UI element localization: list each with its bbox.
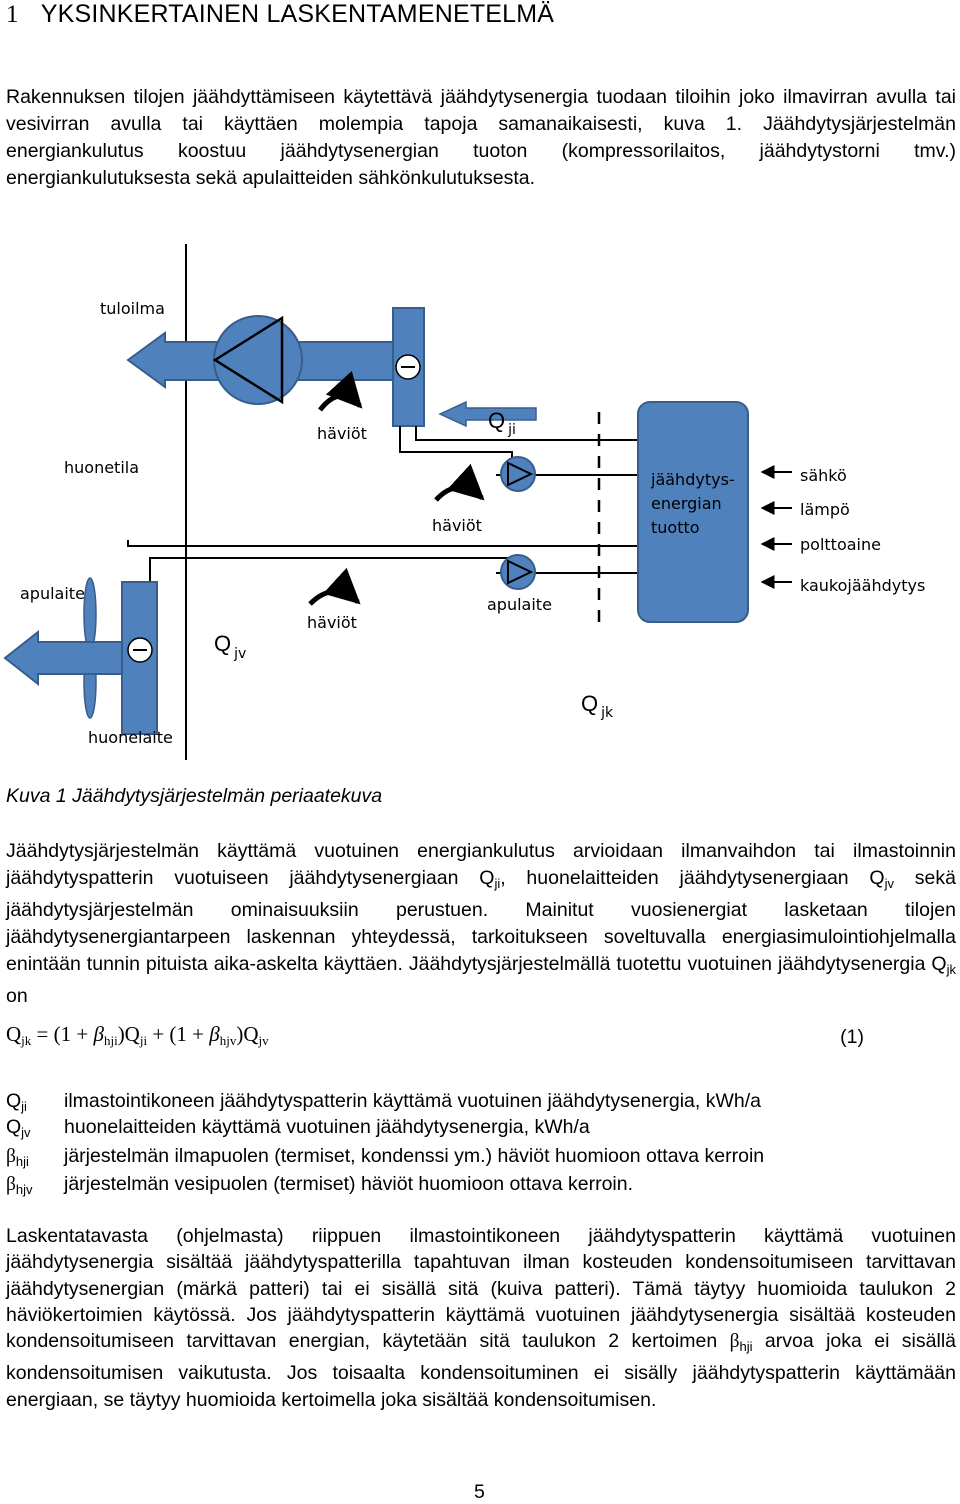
page-number: 5 <box>474 1481 485 1503</box>
pump-lower-icon <box>500 554 536 590</box>
label-haviot-3: häviöt <box>307 613 357 632</box>
label-huonelaite: huonelaite <box>88 728 173 747</box>
section-heading: 1 YKSINKERTAINEN LASKENTAMENETELMÄ <box>6 0 554 29</box>
equation-1: Qjk = (1 + βhji)Qji + (1 + βhjv)Qjv (1) <box>6 1022 864 1048</box>
room-air-arrow <box>3 629 123 687</box>
def-text-bhji: järjestelmän ilmapuolen (termiset, konde… <box>64 1145 765 1167</box>
label-polttoaine: polttoaine <box>800 535 881 554</box>
label-sahko: sähkö <box>800 466 847 485</box>
production-line-2: energian <box>651 494 722 513</box>
loss-arrow-1 <box>318 370 363 412</box>
paragraph-calculation: Laskentatavasta (ohjelmasta) riippuen il… <box>6 1225 956 1411</box>
fan-triangle-icon <box>212 315 284 405</box>
label-apulaite-left: apulaite <box>20 584 85 603</box>
section-number: 1 <box>6 1 19 28</box>
qji-arrow <box>438 400 537 428</box>
paragraph-method: Jäähdytysjärjestelmän käyttämä vuotuinen… <box>6 840 956 1007</box>
pump-upper-icon <box>500 456 536 492</box>
pipe-ji-return <box>415 426 638 441</box>
label-haviot-2: häviöt <box>432 516 482 535</box>
def-symbol-qjv: Qjv <box>6 1116 31 1140</box>
def-text-qjv: huonelaitteiden käyttämä vuotuinen jäähd… <box>64 1116 590 1138</box>
def-symbol-bhjv: βhjv <box>6 1174 33 1197</box>
loss-arrow-2 <box>434 463 485 502</box>
section-title: YKSINKERTAINEN LASKENTAMENETELMÄ <box>40 0 555 28</box>
label-huonetila: huonetila <box>64 458 139 477</box>
production-line-1: jäähdytys- <box>650 470 735 489</box>
room-fan-blade-top <box>83 577 97 651</box>
equation-number: (1) <box>840 1026 864 1048</box>
def-text-qji: ilmastointikoneen jäähdytyspatterin käyt… <box>64 1090 761 1112</box>
label-lampo: lämpö <box>800 500 850 519</box>
production-line-3: tuotto <box>651 518 700 537</box>
def-text-bhjv: järjestelmän vesipuolen (termiset) häviö… <box>64 1173 634 1195</box>
pipe-jv-supply <box>127 540 638 547</box>
figure-caption: Kuva 1 Jäähdytysjärjestelmän periaatekuv… <box>6 785 383 807</box>
def-symbol-bhji: βhji <box>6 1146 29 1169</box>
pipe-jv-return <box>149 557 513 582</box>
label-haviot-1: häviöt <box>317 424 367 443</box>
label-tuloilma: tuloilma <box>100 299 165 318</box>
loss-arrow-3 <box>308 567 361 606</box>
fan-icon <box>213 315 303 405</box>
label-apulaite-right: apulaite <box>487 595 552 614</box>
def-symbol-qji: Qji <box>6 1090 27 1114</box>
production-box <box>637 401 749 623</box>
paragraph-intro: Rakennuksen tilojen jäähdyttämiseen käyt… <box>6 86 956 189</box>
label-kaukojaahdytys: kaukojäähdytys <box>800 576 925 595</box>
